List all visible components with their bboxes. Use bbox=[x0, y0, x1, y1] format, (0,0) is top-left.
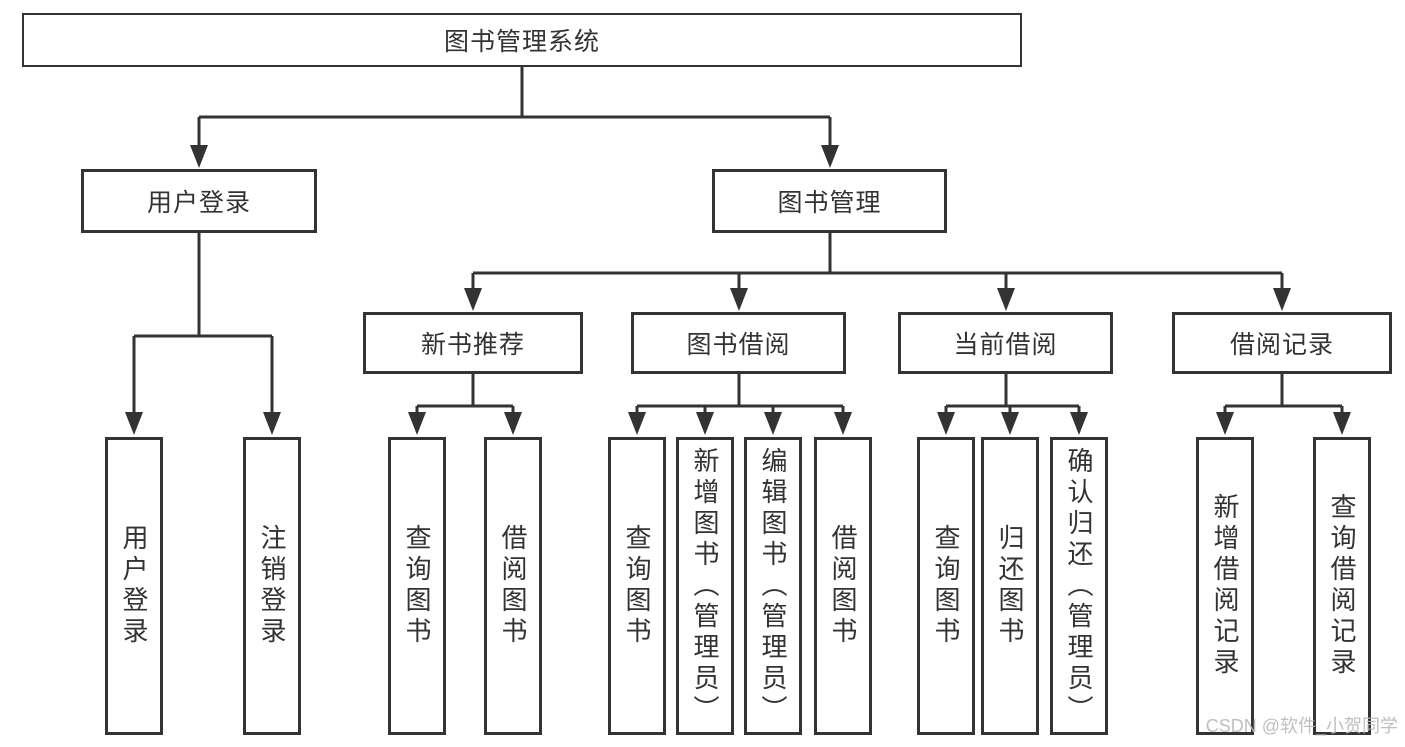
leaf-cb-query-books-label: 查询图书 bbox=[931, 524, 961, 648]
leaf-logout: 注销登录 bbox=[243, 437, 301, 735]
leaf-nbr-query-books: 查询图书 bbox=[388, 437, 446, 735]
node-root-label: 图书管理系统 bbox=[443, 28, 600, 56]
arrowhead bbox=[1273, 288, 1291, 311]
arrowhead bbox=[408, 412, 426, 435]
connector-user-login bbox=[125, 233, 281, 435]
node-current-borrowing: 当前借阅 bbox=[898, 312, 1113, 374]
arrowhead bbox=[730, 288, 748, 311]
leaf-nbr-borrow-books: 借阅图书 bbox=[484, 437, 542, 735]
leaf-br-add-record: 新增借阅记录 bbox=[1196, 437, 1254, 735]
arrowhead bbox=[997, 288, 1015, 311]
node-user-login: 用户登录 bbox=[81, 169, 317, 233]
leaf-nbr-borrow-books-label: 借阅图书 bbox=[498, 524, 528, 648]
arrowhead bbox=[1216, 412, 1234, 435]
arrowhead bbox=[1001, 412, 1019, 435]
arrowhead bbox=[764, 412, 782, 435]
arrowhead bbox=[628, 412, 646, 435]
node-book-borrowing-label: 图书借阅 bbox=[686, 331, 791, 359]
node-current-borrowing-label: 当前借阅 bbox=[953, 331, 1058, 359]
leaf-user-login: 用户登录 bbox=[105, 437, 163, 735]
node-borrowing-records: 借阅记录 bbox=[1172, 312, 1392, 374]
connector-book-management bbox=[464, 233, 1291, 311]
leaf-bb-edit-books: 编辑图书（管理员） bbox=[744, 437, 802, 735]
leaf-bb-add-books: 新增图书（管理员） bbox=[676, 437, 734, 735]
arrowhead bbox=[696, 412, 714, 435]
arrowhead bbox=[821, 145, 839, 168]
node-book-management-label: 图书管理 bbox=[777, 189, 882, 217]
arrowhead bbox=[504, 412, 522, 435]
arrowhead bbox=[834, 412, 852, 435]
node-user-login-label: 用户登录 bbox=[146, 189, 251, 217]
arrowhead bbox=[464, 288, 482, 311]
arrowhead bbox=[937, 412, 955, 435]
arrowhead bbox=[125, 412, 143, 435]
leaf-br-query-record-label: 查询借阅记录 bbox=[1327, 493, 1357, 679]
leaf-bb-add-books-label: 新增图书（管理员） bbox=[690, 446, 720, 726]
leaf-user-login-label: 用户登录 bbox=[119, 524, 149, 648]
leaf-cb-confirm-return: 确认归还（管理员） bbox=[1050, 437, 1108, 735]
leaf-br-add-record-label: 新增借阅记录 bbox=[1210, 493, 1240, 679]
leaf-br-query-record: 查询借阅记录 bbox=[1313, 437, 1371, 735]
leaf-nbr-query-books-label: 查询图书 bbox=[402, 524, 432, 648]
arrowhead bbox=[1333, 412, 1351, 435]
leaf-cb-query-books: 查询图书 bbox=[917, 437, 975, 735]
arrowhead bbox=[263, 412, 281, 435]
leaf-bb-borrow-books: 借阅图书 bbox=[814, 437, 872, 735]
arrowhead bbox=[190, 145, 208, 168]
leaf-bb-edit-books-label: 编辑图书（管理员） bbox=[758, 446, 788, 726]
leaf-cb-confirm-return-label: 确认归还（管理员） bbox=[1064, 446, 1094, 726]
leaf-bb-borrow-books-label: 借阅图书 bbox=[828, 524, 858, 648]
connector-current-borrowing bbox=[937, 374, 1088, 435]
node-borrowing-records-label: 借阅记录 bbox=[1229, 331, 1334, 359]
node-new-book-recommend-label: 新书推荐 bbox=[420, 331, 525, 359]
leaf-cb-return-books-label: 归还图书 bbox=[995, 524, 1025, 648]
arrowhead bbox=[1070, 412, 1088, 435]
connector-borrowing-records bbox=[1216, 374, 1351, 435]
connector-new-book-recommend bbox=[408, 374, 522, 435]
node-book-management: 图书管理 bbox=[712, 169, 947, 233]
leaf-bb-query-books: 查询图书 bbox=[608, 437, 666, 735]
node-book-borrowing: 图书借阅 bbox=[631, 312, 846, 374]
connector-book-borrowing bbox=[628, 374, 852, 435]
node-new-book-recommend: 新书推荐 bbox=[363, 312, 583, 374]
leaf-bb-query-books-label: 查询图书 bbox=[622, 524, 652, 648]
leaf-logout-label: 注销登录 bbox=[257, 524, 287, 648]
node-root: 图书管理系统 bbox=[22, 13, 1022, 67]
connector-root-to-level2 bbox=[190, 67, 839, 168]
leaf-cb-return-books: 归还图书 bbox=[981, 437, 1039, 735]
